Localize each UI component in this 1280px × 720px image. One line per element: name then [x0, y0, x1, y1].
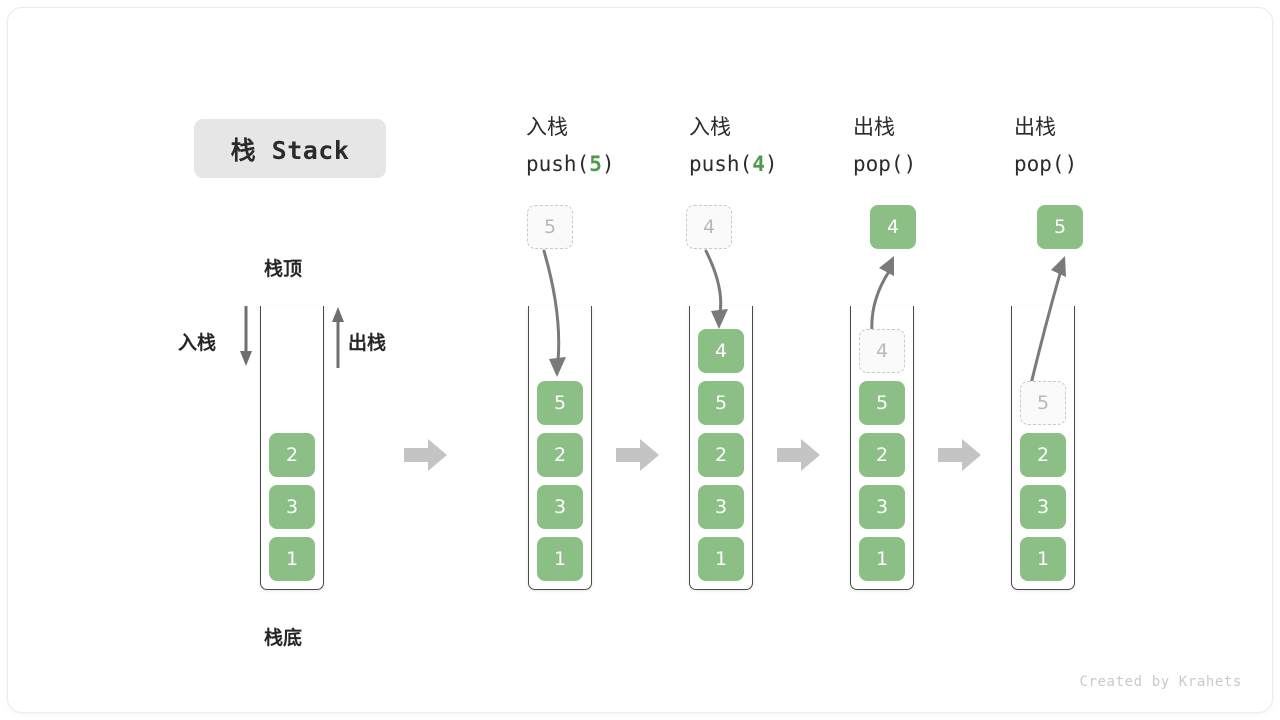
floating-cell-popped: 4 [870, 205, 916, 249]
floating-cell-popped: 5 [1037, 205, 1083, 249]
stack-cell-removed: 5 [1020, 381, 1066, 425]
code-prefix: pop( [1014, 152, 1065, 176]
transition-arrow-icon [777, 438, 821, 472]
pop-direction-label: 出栈 [348, 332, 387, 354]
transition-arrow-icon [404, 438, 448, 472]
diagram-canvas: 栈 Stack 栈顶 入栈 出栈 2 3 1 栈底 入栈 push(5) 5 [8, 8, 1272, 712]
stack-walls [689, 306, 753, 590]
stack-cell: 4 [698, 329, 744, 373]
watermark-credit: Created by Krahets [1079, 674, 1242, 690]
code-argument: 4 [752, 152, 765, 176]
code-argument: 5 [589, 152, 602, 176]
stack-walls [528, 306, 592, 590]
step-heading: 出栈 [1014, 115, 1056, 139]
code-suffix: ) [601, 152, 615, 176]
stack-cell: 2 [1020, 433, 1066, 477]
stack-cell: 2 [537, 433, 583, 477]
transition-arrow-icon [938, 438, 982, 472]
push-motion-arrow [702, 249, 742, 331]
pop-direction-arrow [328, 306, 348, 368]
step-code: pop() [1014, 154, 1077, 175]
pop-motion-arrow [1021, 256, 1077, 386]
step-code: push(4) [689, 154, 778, 175]
code-prefix: push( [689, 152, 753, 176]
stack-cell: 1 [698, 537, 744, 581]
stack-container-pop-2: 5 2 3 1 [1011, 306, 1075, 590]
push-direction-label: 入栈 [178, 332, 217, 354]
stack-cell: 1 [1020, 537, 1066, 581]
push-direction-arrow [236, 306, 256, 368]
stack-cell: 3 [698, 485, 744, 529]
step-code: pop() [853, 154, 916, 175]
step-heading: 出栈 [853, 115, 895, 139]
stack-cell: 3 [269, 485, 315, 529]
step-heading: 入栈 [526, 115, 568, 139]
stack-cell: 3 [859, 485, 905, 529]
step-code: push(5) [526, 154, 615, 175]
stack-cell: 1 [537, 537, 583, 581]
stack-walls [1011, 306, 1075, 590]
stack-container-pop-1: 4 5 2 3 1 [850, 306, 914, 590]
pop-motion-arrow [862, 256, 908, 334]
stack-cell: 1 [269, 537, 315, 581]
transition-arrow-icon [616, 438, 660, 472]
stack-cell: 3 [537, 485, 583, 529]
stack-cell: 2 [269, 433, 315, 477]
stack-cell: 5 [698, 381, 744, 425]
stack-bottom-label: 栈底 [264, 627, 303, 649]
stack-cell-removed: 4 [859, 329, 905, 373]
page-title: 栈 Stack [230, 135, 350, 165]
code-suffix: ) [764, 152, 778, 176]
stack-cell: 2 [859, 433, 905, 477]
stack-cell: 5 [537, 381, 583, 425]
code-suffix: ) [1064, 152, 1078, 176]
push-motion-arrow [536, 249, 576, 379]
diagram-title-chip: 栈 Stack [194, 119, 386, 178]
stack-cell: 3 [1020, 485, 1066, 529]
stack-walls [260, 306, 324, 590]
code-prefix: pop( [853, 152, 904, 176]
code-suffix: ) [903, 152, 917, 176]
stack-container-push-5: 5 2 3 1 [528, 306, 592, 590]
step-heading: 入栈 [689, 115, 731, 139]
stack-cell: 2 [698, 433, 744, 477]
stack-top-label: 栈顶 [264, 258, 303, 280]
stack-container-push-4: 4 5 2 3 1 [689, 306, 753, 590]
stack-container-initial: 2 3 1 [260, 306, 324, 590]
floating-cell-push: 4 [686, 205, 732, 249]
stack-cell: 5 [859, 381, 905, 425]
code-prefix: push( [526, 152, 590, 176]
floating-cell-push: 5 [527, 205, 573, 249]
stack-walls [850, 306, 914, 590]
stack-cell: 1 [859, 537, 905, 581]
